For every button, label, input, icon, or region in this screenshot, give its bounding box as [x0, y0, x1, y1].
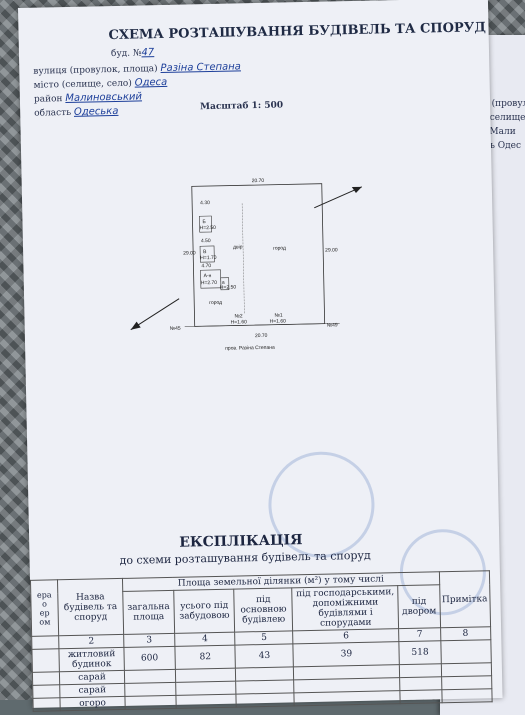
street-name: пров. Разіна Степана: [225, 345, 275, 352]
label-v: В: [203, 249, 207, 255]
top-dim: 20.70: [252, 178, 265, 184]
city-line: місто (селище, село) Одеса: [34, 77, 168, 91]
north-arrow-icon: [314, 186, 363, 209]
col-num: 8: [440, 626, 491, 641]
header-note: Примітка: [438, 570, 491, 628]
south-arrow-icon: [130, 298, 180, 331]
region-line: область Одеська: [34, 106, 118, 119]
district-line: район Малиновський: [34, 91, 142, 104]
gate-2-h: Н=1.60: [231, 319, 248, 325]
explication-subtitle: до схеми розташування будівель та споруд: [119, 548, 371, 567]
city-value: Одеса: [134, 76, 168, 89]
building-label: буд. №: [110, 48, 142, 60]
col-num: 4: [174, 632, 236, 647]
right-line-2: місто (селище,: [458, 113, 525, 123]
header-name: Назва будівель та споруд: [57, 578, 124, 636]
cell-yard: 518: [399, 640, 441, 665]
right-line-1: вулиці (провул: [458, 99, 525, 109]
header-aux: під господарськими, допоміжними будівлям…: [291, 585, 400, 631]
hn1: о: [41, 599, 47, 609]
district-value: Малиновський: [65, 91, 143, 105]
hn0: ера: [36, 589, 52, 600]
fence-line: [241, 203, 245, 314]
cell-name: житловий будинок: [58, 647, 125, 672]
district-label: район: [33, 94, 63, 105]
street-line: [184, 323, 340, 327]
label-a: А-н: [204, 273, 212, 279]
site-plan: 20.70 20.70 29.00 29.00 4.30 Б Н=2.50 4.…: [170, 178, 340, 352]
header-main: під основною будівлею: [234, 587, 293, 633]
cell-main: 43: [235, 643, 294, 669]
cell-total: 600: [123, 646, 176, 671]
neighbor-49: №49: [327, 322, 338, 328]
label-a2-h: Н=2.50: [220, 284, 237, 290]
cell-aux: 39: [293, 641, 400, 667]
header-yard: під двором: [398, 584, 441, 629]
street-value: Разіна Степана: [160, 61, 241, 75]
hn3: ом: [39, 616, 51, 627]
label-a2: а: [222, 280, 225, 286]
header-total: загальна площа: [122, 590, 175, 635]
bottom-dim: 20.70: [255, 333, 268, 339]
cell-built: 82: [174, 645, 236, 670]
neighbor-45: №45: [170, 326, 181, 332]
street-line: вулиця (провулок, площа) Разіна Степана: [33, 61, 241, 76]
building-value: 47: [141, 47, 155, 59]
building-v: [199, 245, 215, 263]
col-num: 3: [123, 633, 175, 648]
explication-title: ЕКСПЛІКАЦІЯ: [179, 532, 303, 551]
gorod-label-1: город: [273, 245, 286, 251]
col-num: 5: [235, 630, 294, 646]
page-title: СХЕМА РОЗТАШУВАННЯ БУДІВЕЛЬ ТА СПОРУД: [108, 20, 486, 44]
left-dim: 29.00: [183, 250, 196, 256]
gate-1: №1: [274, 313, 282, 319]
scale-label: Масштаб 1: 500: [200, 100, 284, 113]
explication-table: ера о ер ом Назва будівель та споруд Пло…: [30, 570, 493, 712]
gorod-label-2: город: [209, 300, 222, 306]
street-label: вулиця (провулок, площа): [33, 64, 158, 77]
header-number: ера о ер ом: [30, 579, 59, 637]
label-a-h: Н=2.70: [201, 280, 218, 286]
col-num: 7: [399, 627, 441, 642]
label-v-h: Н=1.70: [200, 255, 217, 261]
gate-2: №2: [234, 313, 242, 319]
city-label: місто (селище, село): [33, 78, 132, 91]
dim-470: 4.70: [201, 263, 211, 269]
right-dim: 29.00: [325, 247, 338, 253]
header-built: усього під забудовою: [173, 589, 236, 634]
building-a2: [220, 277, 230, 291]
hn2: ер: [39, 607, 50, 618]
label-b: Б: [202, 219, 206, 225]
dim-430: 4.30: [200, 200, 210, 206]
building-b: [199, 215, 213, 233]
label-b-h: Н=2.50: [200, 225, 217, 231]
region-value: Одеська: [73, 105, 119, 118]
region-label: область: [34, 107, 72, 119]
dim-450: 4.50: [201, 238, 211, 244]
cell-name: огоро: [59, 696, 126, 711]
gate-1-h: Н=1.60: [270, 318, 287, 324]
dvir-label: двір: [233, 244, 243, 250]
document-page: СХЕМА РОЗТАШУВАННЯ БУДІВЕЛЬ ТА СПОРУД бу…: [18, 0, 503, 712]
building-line: буд. №47: [111, 47, 154, 59]
